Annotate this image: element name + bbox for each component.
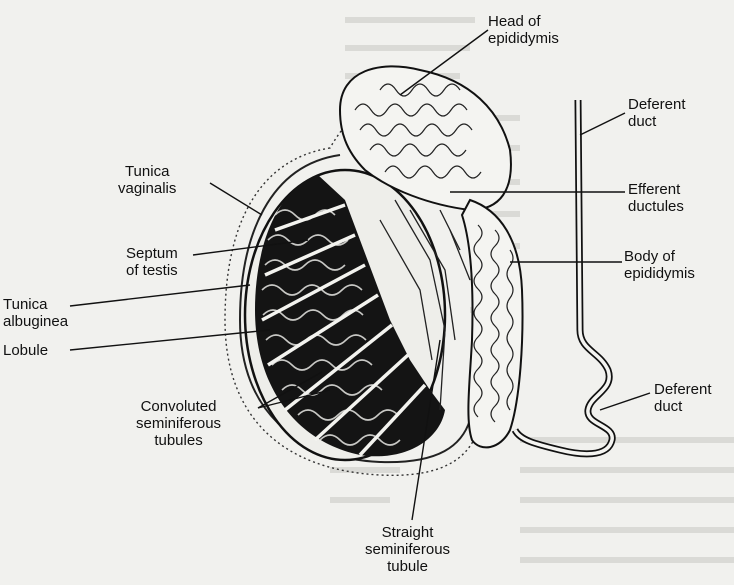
septa [261, 203, 427, 457]
lobule-region [255, 175, 445, 457]
label-body-of-epididymis: Body of epididymis [624, 248, 695, 282]
leader-lines [69, 29, 651, 521]
label-deferent-duct-bottom: Deferent duct [654, 381, 712, 415]
tunica-vaginalis-outline [224, 88, 481, 477]
epididymis-head-coils [354, 83, 482, 179]
label-convoluted-seminiferous-tubules: Convoluted seminiferous tubules [136, 398, 222, 449]
epididymis-head [338, 65, 512, 212]
deferent-duct [511, 99, 616, 458]
label-tunica-albuginea: Tunica albuginea [3, 296, 69, 330]
label-head-of-epididymis: Head of epididymis [488, 13, 559, 47]
label-straight-seminiferous-tubule: Straight seminiferous tubule [365, 524, 451, 575]
epididymis-body-coils [473, 224, 514, 423]
label-tunica-vaginalis: Tunica vaginalis [118, 163, 177, 197]
label-efferent-ductules: Efferent ductules [628, 181, 684, 215]
label-deferent-duct-top: Deferent duct [628, 96, 686, 130]
tunica-outer-outline [238, 154, 471, 464]
label-lobule: Lobule [3, 342, 49, 359]
epididymis-body [460, 198, 524, 449]
rete-testis [379, 199, 471, 411]
label-septum-of-testis: Septum of testis [126, 245, 178, 279]
